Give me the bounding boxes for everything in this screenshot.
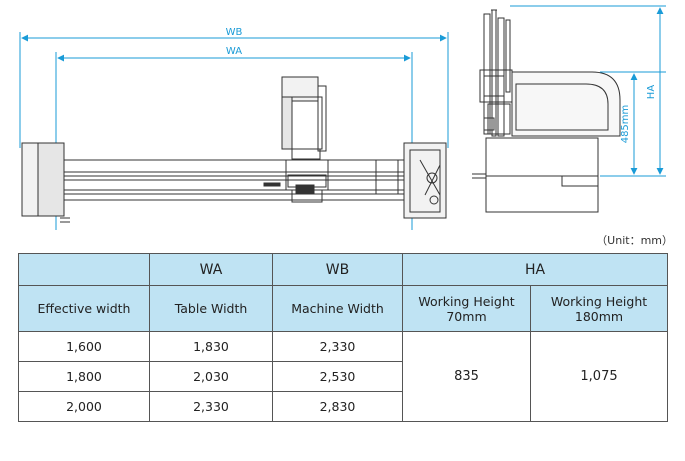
dimension-table: WA WB HA Effective width Table Width Mac…	[18, 253, 669, 422]
table-row: 2,000 2,330 2,830	[18, 391, 668, 422]
subheader-machine-width: Machine Width	[272, 285, 403, 332]
table-header-row: WA WB HA	[18, 253, 669, 286]
subheader-table-width: Table Width	[149, 285, 273, 332]
table-subheader-row: Effective width Table Width Machine Widt…	[18, 285, 669, 332]
dimension-wb-label: WB	[226, 27, 243, 38]
side-dimensions: 485mm HA	[510, 5, 666, 177]
cell-effective: 1,800	[18, 361, 150, 392]
cell-machine-width: 2,330	[272, 331, 403, 362]
subheader-effective-width: Effective width	[18, 285, 150, 332]
table-row: 1,800 2,030 2,530	[18, 361, 668, 392]
header-wa: WA	[149, 253, 273, 286]
subheader-working-height-180: Working Height 180mm	[529, 285, 669, 332]
wh180-line2: 180mm	[574, 308, 624, 324]
dimension-wa-label: WA	[226, 46, 242, 57]
cell-effective: 2,000	[18, 391, 150, 422]
subheader-working-height-70: Working Height 70mm	[402, 285, 531, 332]
dimension-ha-label: HA	[646, 85, 657, 100]
side-view	[472, 9, 621, 213]
cell-ha-180: 1,075	[529, 331, 669, 422]
cell-table-width: 2,330	[149, 391, 273, 422]
cell-ha-70: 835	[402, 331, 531, 422]
dimension-485mm-label: 485mm	[620, 105, 631, 144]
cell-effective: 1,600	[18, 331, 150, 362]
table-row: 1,600 1,830 2,330 835 1,075	[18, 331, 669, 422]
wh70-line1: Working Height	[418, 293, 515, 309]
unit-note: （Unit：mm）	[596, 234, 673, 247]
cell-machine-width: 2,530	[272, 361, 403, 392]
wh70-line2: 70mm	[446, 308, 487, 324]
front-view	[19, 32, 449, 230]
header-ha: HA	[401, 253, 669, 286]
cell-machine-width: 2,830	[272, 391, 403, 422]
machine-dimension-drawing: WB WA 485mm HA	[19, 5, 666, 230]
header-blank	[18, 253, 150, 286]
cell-table-width: 2,030	[149, 361, 273, 392]
header-wb: WB	[272, 253, 403, 286]
front-dimensions: WB WA	[21, 27, 447, 62]
wh180-line1: Working Height	[550, 293, 648, 309]
cell-table-width: 1,830	[149, 331, 273, 362]
